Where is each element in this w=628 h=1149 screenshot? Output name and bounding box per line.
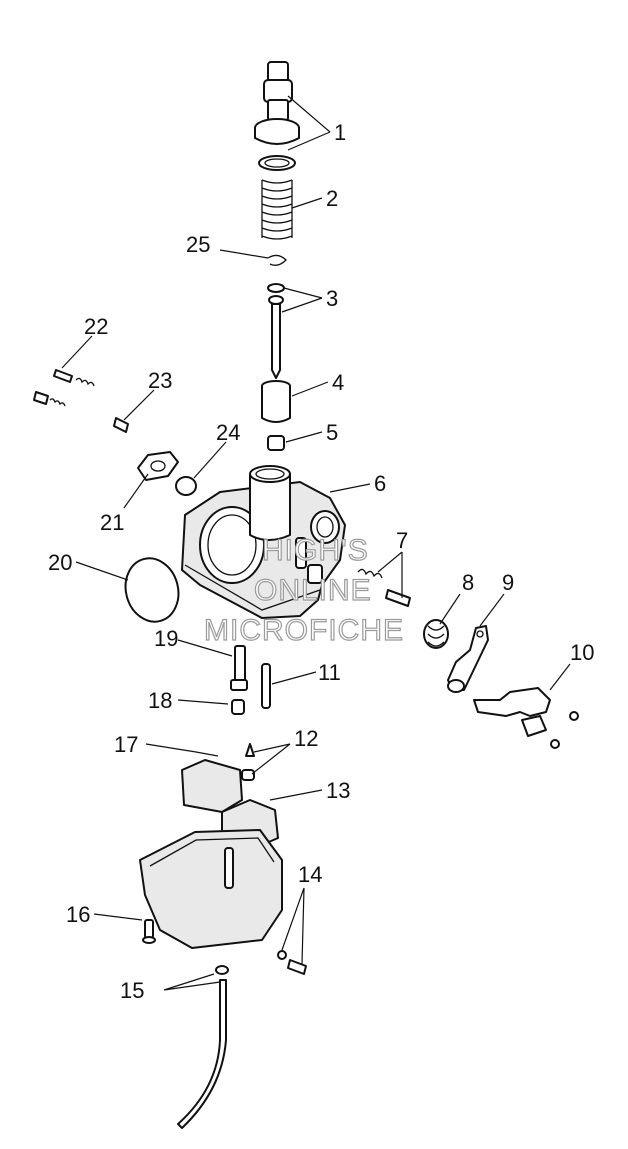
callout-10: 10 bbox=[570, 640, 594, 665]
callout-17: 17 bbox=[114, 732, 138, 757]
part-20-o-ring bbox=[124, 557, 180, 623]
callout-14: 14 bbox=[298, 862, 322, 887]
part-9-throttle-lever bbox=[447, 625, 489, 693]
part-24-o-ring-small bbox=[175, 476, 197, 496]
part-12-float-valve bbox=[241, 743, 255, 781]
part-22-air-screw bbox=[33, 369, 95, 407]
watermark: HIGH'S ONLINE MICROFICHE bbox=[203, 533, 404, 647]
callout-7: 7 bbox=[396, 528, 408, 553]
part-10-cable-bracket bbox=[473, 687, 579, 749]
callout-13: 13 bbox=[326, 778, 350, 803]
part-4-throttle-slide bbox=[261, 380, 291, 423]
callout-20: 20 bbox=[48, 550, 72, 575]
callout-3: 3 bbox=[326, 286, 338, 311]
callout-23: 23 bbox=[148, 368, 172, 393]
part-15-drain-hose bbox=[177, 965, 229, 1129]
watermark-line-3: MICROFICHE bbox=[204, 614, 404, 647]
callout-21: 21 bbox=[100, 510, 124, 535]
leader-lines bbox=[61, 95, 571, 991]
callout-9: 9 bbox=[502, 570, 514, 595]
part-17-float-pin bbox=[195, 751, 219, 757]
part-7-idle-screw bbox=[357, 568, 411, 607]
part-19-main-jet bbox=[230, 645, 248, 691]
callout-22: 22 bbox=[84, 314, 108, 339]
callout-18: 18 bbox=[148, 688, 172, 713]
callout-6: 6 bbox=[374, 471, 386, 496]
part-14-drain-screw bbox=[277, 950, 307, 975]
callout-1: 1 bbox=[334, 120, 346, 145]
part-25-clip bbox=[267, 254, 287, 266]
callout-5: 5 bbox=[326, 420, 338, 445]
callout-11: 11 bbox=[318, 660, 341, 685]
part-21-gasket bbox=[137, 451, 179, 481]
part-3-needle bbox=[267, 283, 285, 379]
callout-16: 16 bbox=[66, 902, 90, 927]
callout-12: 12 bbox=[294, 726, 318, 751]
callout-24: 24 bbox=[216, 420, 240, 445]
callout-4: 4 bbox=[332, 370, 344, 395]
part-23-screw bbox=[113, 417, 129, 433]
callout-labels: 1 2 3 4 5 6 7 8 9 10 11 12 13 14 15 16 1… bbox=[48, 120, 594, 1003]
callout-15: 15 bbox=[120, 978, 144, 1003]
part-2-spring bbox=[261, 179, 293, 240]
callout-8: 8 bbox=[462, 570, 474, 595]
callout-19: 19 bbox=[154, 626, 178, 651]
callout-2: 2 bbox=[326, 186, 338, 211]
part-6-carburetor-body bbox=[181, 465, 346, 619]
watermark-line-2: ONLINE bbox=[254, 574, 372, 607]
watermark-line-1: HIGH'S bbox=[262, 534, 369, 567]
part-1-cap bbox=[254, 61, 300, 171]
part-5-needle-jet bbox=[267, 435, 285, 451]
part-8-return-spring bbox=[423, 619, 449, 649]
part-16-bowl-screw bbox=[142, 919, 156, 944]
part-18-jet-holder bbox=[231, 699, 245, 715]
float-bowl bbox=[139, 829, 283, 949]
part-11-pilot-jet bbox=[261, 663, 271, 709]
callout-25: 25 bbox=[186, 232, 210, 257]
